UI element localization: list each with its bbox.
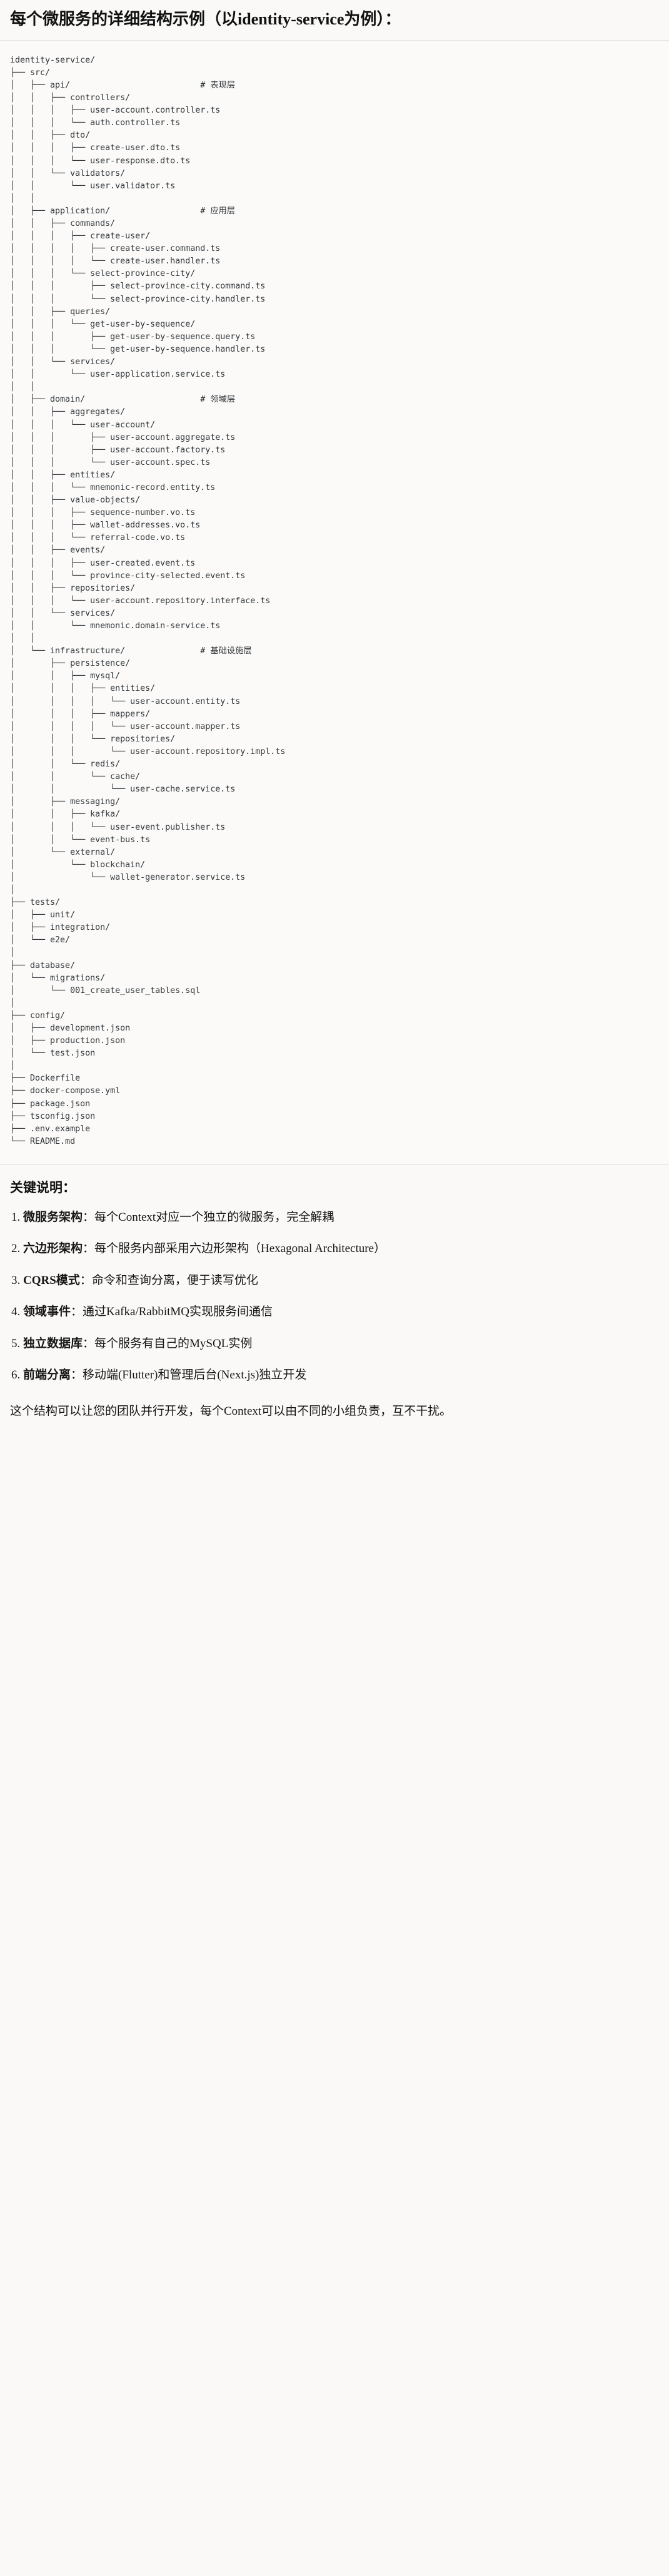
key-note-number: 3. [11, 1273, 23, 1287]
directory-tree-section: identity-service/ ├── src/ │ ├── api/ # … [0, 40, 669, 1164]
title-section: 每个微服务的详细结构示例（以identity-service为例）： [0, 0, 669, 40]
key-note-term: 独立数据库 [23, 1336, 83, 1350]
key-notes-heading: 关键说明： [10, 1179, 76, 1195]
key-note-number: 1. [11, 1210, 23, 1224]
key-note-separator: ： [71, 1368, 83, 1382]
page-title: 每个微服务的详细结构示例（以identity-service为例）： [10, 10, 401, 28]
directory-tree: identity-service/ ├── src/ │ ├── api/ # … [10, 55, 286, 1146]
page-root: 每个微服务的详细结构示例（以identity-service为例）： ident… [0, 0, 669, 1437]
key-note-number: 6. [11, 1368, 23, 1382]
key-note-number: 4. [11, 1305, 23, 1319]
key-note-term: 六边形架构 [23, 1242, 83, 1256]
key-note-number: 5. [11, 1336, 23, 1350]
key-note-term: 领域事件 [23, 1305, 71, 1319]
key-note-item: 2. 六边形架构：每个服务内部采用六边形架构（Hexagonal Archite… [10, 1240, 659, 1258]
key-note-term: 微服务架构 [23, 1210, 83, 1224]
closing-paragraph: 这个结构可以让您的团队并行开发，每个Context可以由不同的小组负责，互不干扰… [10, 1404, 452, 1418]
divider-top [0, 39, 669, 41]
key-note-separator: ： [79, 1273, 92, 1287]
key-note-separator: ： [71, 1305, 83, 1319]
key-note-description: 通过Kafka/RabbitMQ实现服务间通信 [83, 1305, 273, 1319]
key-note-description: 命令和查询分离，便于读写优化 [91, 1273, 258, 1287]
key-note-description: 每个Context对应一个独立的微服务，完全解耦 [94, 1210, 334, 1224]
key-note-separator: ： [83, 1210, 95, 1224]
key-note-item: 1. 微服务架构：每个Context对应一个独立的微服务，完全解耦 [10, 1209, 659, 1227]
key-note-description: 移动端(Flutter)和管理后台(Next.js)独立开发 [83, 1368, 307, 1382]
key-note-item: 4. 领域事件：通过Kafka/RabbitMQ实现服务间通信 [10, 1303, 659, 1321]
key-note-description: 每个服务内部采用六边形架构（Hexagonal Architecture） [94, 1242, 386, 1256]
key-note-number: 2. [11, 1242, 23, 1256]
divider-bottom [0, 1164, 669, 1165]
key-note-item: 6. 前端分离：移动端(Flutter)和管理后台(Next.js)独立开发 [10, 1367, 659, 1385]
key-note-item: 3. CQRS模式：命令和查询分离，便于读写优化 [10, 1272, 659, 1290]
key-note-separator: ： [83, 1336, 95, 1350]
key-note-item: 5. 独立数据库：每个服务有自己的MySQL实例 [10, 1335, 659, 1353]
key-note-description: 每个服务有自己的MySQL实例 [94, 1336, 253, 1350]
key-note-term: 前端分离 [23, 1368, 71, 1382]
key-note-term: CQRS模式 [23, 1273, 80, 1287]
key-note-separator: ： [83, 1242, 95, 1256]
